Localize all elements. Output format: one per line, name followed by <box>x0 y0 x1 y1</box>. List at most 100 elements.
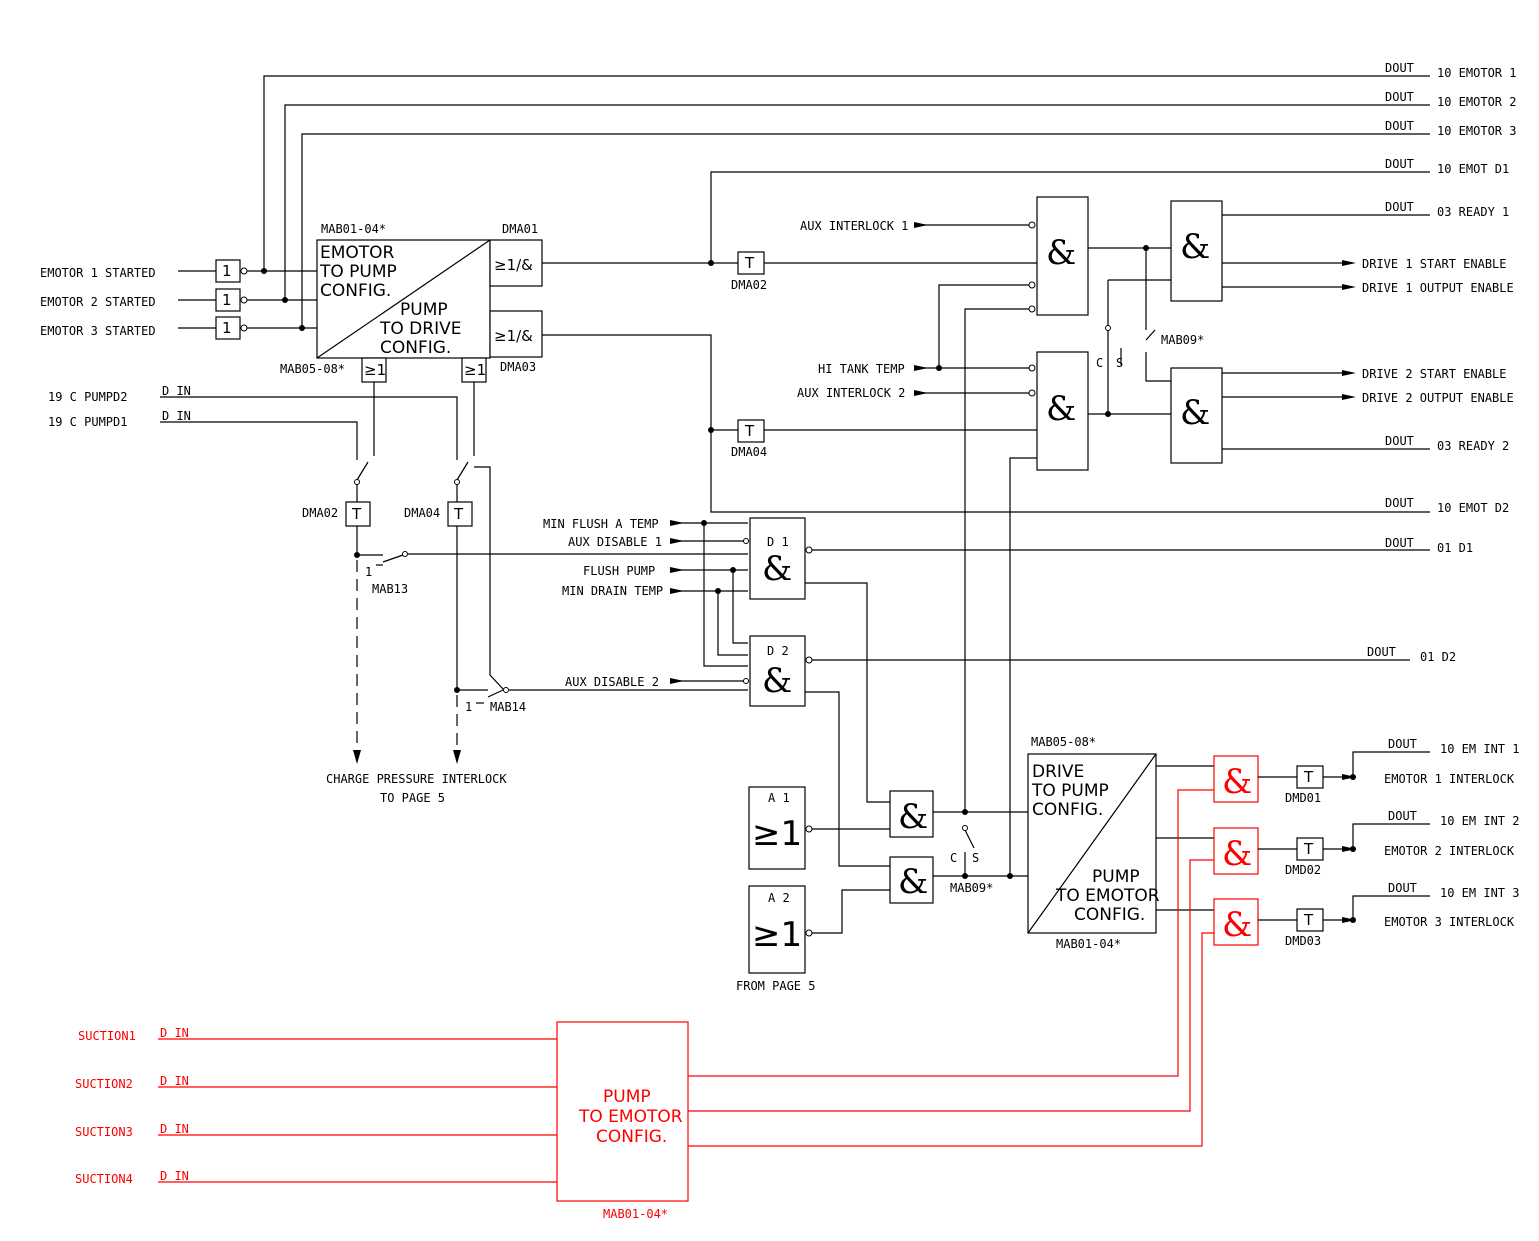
or-gate-a1: A 1 ≥1 <box>748 786 806 870</box>
dout-label: DOUT <box>1388 809 1417 823</box>
svg-text:&: & <box>898 862 928 902</box>
dout-label: DOUT <box>1388 881 1417 895</box>
svg-text:D 2: D 2 <box>767 644 789 658</box>
pump-to-emotor-line1: PUMP <box>603 1087 651 1107</box>
output-em-int-1: 10 EM INT 1 <box>1440 742 1519 756</box>
input-suction2: SUCTION2 <box>75 1077 133 1091</box>
from-page-5-label: FROM PAGE 5 <box>736 979 815 993</box>
suction-section <box>158 789 1214 1202</box>
input-aux-interlock-2: AUX INTERLOCK 2 <box>797 386 905 400</box>
svg-text:D 1: D 1 <box>767 535 789 549</box>
mab13-label: MAB13 <box>372 582 408 596</box>
or-and-gate: ≥1/& <box>489 239 543 287</box>
svg-text:≥1: ≥1 <box>752 915 802 955</box>
timer-block: T <box>447 501 473 527</box>
dout-label: DOUT <box>1385 90 1414 104</box>
input-emotor2-started: EMOTOR 2 STARTED <box>40 295 156 309</box>
input-aux-disable-1: AUX DISABLE 1 <box>568 535 662 549</box>
not-gate: 1 <box>215 288 248 312</box>
or-gate: ≥1 <box>361 357 387 383</box>
timer-block: T <box>737 419 765 443</box>
timer-block: T <box>1296 765 1324 789</box>
mab01-04-label: MAB01-04* <box>1056 937 1121 951</box>
and-gate: & <box>1170 367 1223 464</box>
output-d2: 01 D2 <box>1420 650 1456 664</box>
output-emot-d1: 10 EMOT D1 <box>1437 162 1509 176</box>
output-emotor2-interlock: EMOTOR 2 INTERLOCK <box>1384 844 1515 858</box>
din-label: D IN <box>160 1169 189 1183</box>
svg-text:T: T <box>1303 911 1314 929</box>
output-drive2-start: DRIVE 2 START ENABLE <box>1362 367 1507 381</box>
svg-text:&: & <box>1222 834 1252 874</box>
svg-text:CONFIG.: CONFIG. <box>1074 905 1145 925</box>
svg-text:1: 1 <box>222 291 232 309</box>
input-min-flush-a-temp: MIN FLUSH A TEMP <box>543 517 659 531</box>
and-gate-red: & <box>1213 827 1259 875</box>
dout-label: DOUT <box>1367 645 1396 659</box>
not-gate: 1 <box>215 316 248 340</box>
svg-text:≥1: ≥1 <box>364 361 386 379</box>
din-label: D IN <box>160 1122 189 1136</box>
or-gate-a2: A 2 ≥1 <box>748 885 806 974</box>
switch-c-label: C <box>950 851 957 865</box>
dma02-label: DMA02 <box>302 506 338 520</box>
dma02-label: DMA02 <box>731 278 767 292</box>
drive-to-pump-config-block: DRIVE TO PUMP CONFIG. PUMP TO EMOTOR CON… <box>1027 753 1160 934</box>
not-gate: 1 <box>215 259 248 283</box>
switch-s-label: S <box>1116 356 1123 370</box>
svg-text:PUMP: PUMP <box>1092 867 1140 887</box>
dout-label: DOUT <box>1385 157 1414 171</box>
mab09-label: MAB09* <box>950 881 993 895</box>
svg-text:≥1/&: ≥1/& <box>494 327 533 345</box>
switch-one-label: 1 <box>365 565 372 579</box>
svg-text:&: & <box>762 549 792 589</box>
svg-text:≥1/&: ≥1/& <box>494 256 533 274</box>
output-emotor3-interlock: EMOTOR 3 INTERLOCK <box>1384 915 1515 929</box>
svg-text:TO PUMP: TO PUMP <box>319 262 397 282</box>
input-flush-pump: FLUSH PUMP <box>583 564 655 578</box>
mab01-04-label: MAB01-04* <box>321 222 386 236</box>
dma04-label: DMA04 <box>731 445 767 459</box>
input-aux-disable-2: AUX DISABLE 2 <box>565 675 659 689</box>
output-em-int-2: 10 EM INT 2 <box>1440 814 1519 828</box>
charge-pressure-label: CHARGE PRESSURE INTERLOCK <box>326 772 507 786</box>
timer-block: T <box>1296 837 1324 861</box>
switch-c-label: C <box>1096 356 1103 370</box>
emotor-to-pump-config-block: EMOTOR TO PUMP CONFIG. PUMP TO DRIVE CON… <box>316 239 491 359</box>
dout-label: DOUT <box>1388 737 1417 751</box>
output-drive1-output: DRIVE 1 OUTPUT ENABLE <box>1362 281 1514 295</box>
svg-text:&: & <box>1180 393 1210 433</box>
svg-text:CONFIG.: CONFIG. <box>1032 800 1103 820</box>
input-emotor3-started: EMOTOR 3 STARTED <box>40 324 156 338</box>
output-emotor-1: 10 EMOTOR 1 <box>1437 66 1516 80</box>
switch-one-label: 1 <box>465 700 472 714</box>
output-ready-2: 03 READY 2 <box>1437 439 1509 453</box>
mab14-label: MAB14 <box>490 700 526 714</box>
dma04-label: DMA04 <box>404 506 440 520</box>
svg-text:&: & <box>1222 905 1252 945</box>
svg-text:T: T <box>1303 768 1314 786</box>
output-ready-1: 03 READY 1 <box>1437 205 1509 219</box>
dma03-label: DMA03 <box>500 360 536 374</box>
svg-text:T: T <box>351 505 362 523</box>
mab01-04-label: MAB01-04* <box>603 1207 668 1221</box>
mab05-08-label: MAB05-08* <box>1031 735 1096 749</box>
svg-text:1: 1 <box>222 319 232 337</box>
svg-text:PUMP: PUMP <box>400 300 448 320</box>
dout-label: DOUT <box>1385 200 1414 214</box>
and-gate-d1: D 1 & <box>749 517 806 600</box>
svg-text:A 1: A 1 <box>768 791 790 805</box>
timer-block: T <box>1296 908 1324 932</box>
svg-text:T: T <box>744 254 755 272</box>
din-label: D IN <box>162 384 191 398</box>
output-emot-d2: 10 EMOT D2 <box>1437 501 1509 515</box>
dout-label: DOUT <box>1385 496 1414 510</box>
input-pumpd2: 19 C PUMPD2 <box>48 390 127 404</box>
and-gate: & <box>889 790 934 838</box>
dout-label: DOUT <box>1385 536 1414 550</box>
dout-label: DOUT <box>1385 434 1414 448</box>
and-gate-d2: D 2 & <box>749 635 806 707</box>
svg-text:1: 1 <box>222 262 232 280</box>
and-gate: & <box>1036 351 1089 471</box>
svg-text:TO PUMP: TO PUMP <box>1031 781 1109 801</box>
